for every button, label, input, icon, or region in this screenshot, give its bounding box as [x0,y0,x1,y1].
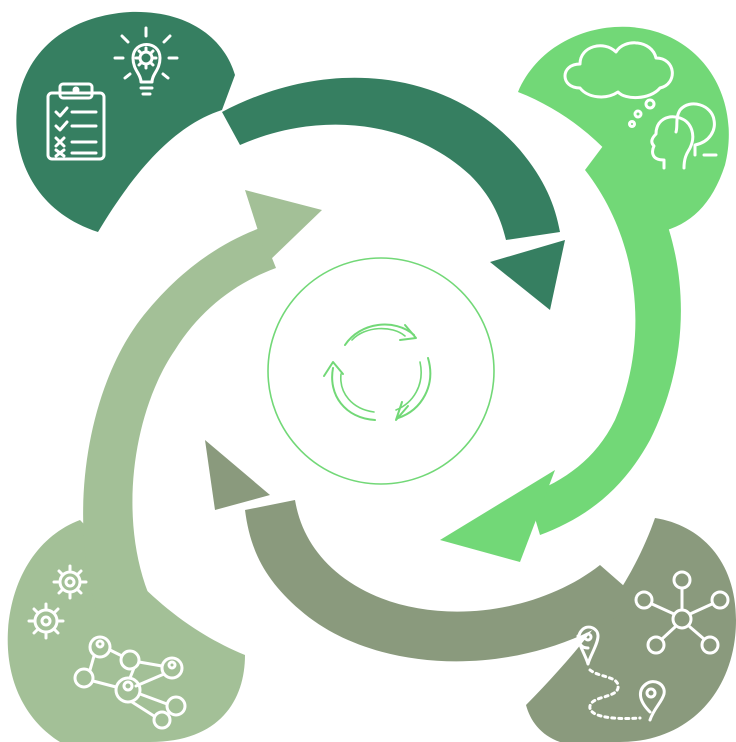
arrow-light-green [440,130,681,562]
arrow-pale-green [83,190,322,700]
blob-top-left [16,11,235,232]
people-heads-icon [650,102,718,170]
people-network-icon [73,635,187,730]
map-pin-route-icon [576,625,666,722]
blob-top-right [518,26,729,232]
blob-bottom-right [526,518,736,742]
center-circle [267,257,495,485]
thought-cloud-icon [563,41,674,128]
lightbulb-gear-icon [113,26,179,96]
arrow-dark-green [222,77,565,310]
refresh-cycle-icon [323,323,432,421]
gears-icon [27,564,88,640]
arrow-gray-green [205,440,640,662]
network-hub-icon [634,570,730,655]
clipboard-checklist-icon [46,82,106,161]
